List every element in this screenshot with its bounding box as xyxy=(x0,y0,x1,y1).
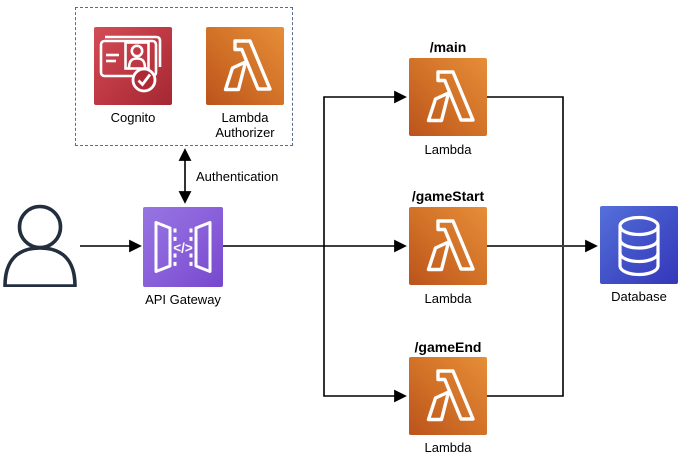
edge-branch-to-main xyxy=(323,90,407,246)
user-node xyxy=(1,203,79,287)
lambda-gamestart-label: Lambda xyxy=(424,291,472,306)
api-gateway-icon: </> xyxy=(154,221,212,273)
route-gamestart-label: /gameStart xyxy=(411,188,485,204)
user-icon xyxy=(3,204,77,287)
edge-gameend-to-merge xyxy=(487,247,564,397)
cognito-label: Cognito xyxy=(110,110,156,125)
lambda-authorizer-label: Lambda Authorizer xyxy=(215,110,275,140)
edge-branch-to-gameend xyxy=(323,246,407,403)
route-main-label: /main xyxy=(429,39,467,55)
database-icon xyxy=(618,215,660,277)
authentication-group-box xyxy=(75,7,293,146)
api-gateway-label: API Gateway xyxy=(145,292,221,307)
api-gateway-node: </> xyxy=(143,207,223,287)
lambda-main-label: Lambda xyxy=(424,142,472,157)
lambda-gamestart-node xyxy=(409,207,487,285)
lambda-gameend-label: Lambda xyxy=(424,440,472,455)
cognito-node xyxy=(94,27,172,105)
lambda-icon xyxy=(426,219,475,272)
authentication-edge-label: Authentication xyxy=(196,169,279,184)
cognito-icon xyxy=(99,35,162,93)
svg-text:</>: </> xyxy=(173,241,193,256)
database-node xyxy=(600,206,678,284)
database-label: Database xyxy=(611,289,667,304)
edge-main-to-merge xyxy=(487,96,564,245)
lambda-main-node xyxy=(409,58,487,136)
lambda-icon xyxy=(223,39,272,92)
lambda-icon xyxy=(426,70,475,123)
lambda-gameend-node xyxy=(409,357,487,435)
route-gameend-label: /gameEnd xyxy=(414,339,482,355)
lambda-authorizer-node xyxy=(206,27,284,105)
lambda-icon xyxy=(426,369,475,422)
